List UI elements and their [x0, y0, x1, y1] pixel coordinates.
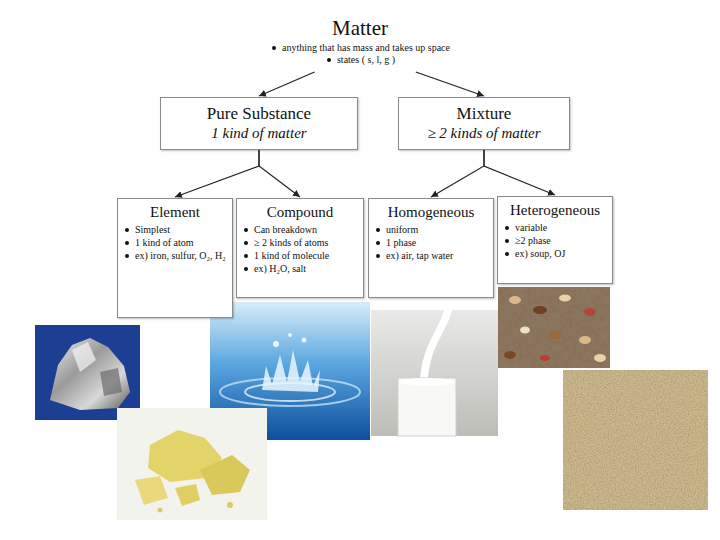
bullet-row: ex) soup, OJ: [503, 248, 607, 260]
bullet-row: ≥2 phase: [503, 235, 607, 247]
bullet-text: states ( s, l, g ): [337, 54, 395, 66]
bullet-row: ex) air, tap water: [374, 250, 488, 262]
bullet-dot: [327, 58, 331, 62]
bullet-text: Simplest: [135, 224, 170, 236]
box-heading: Pure Substance: [167, 104, 351, 124]
bullet-row: ex) H₂O, salt: [242, 263, 358, 275]
category-box: Mixture≥ 2 kinds of matter: [398, 97, 570, 150]
class-box: ElementSimplest1 kind of atomex) iron, s…: [117, 198, 233, 318]
bullet-row: ex) iron, sulfur, O₂, H₂: [123, 250, 227, 262]
branch-arrow: [484, 150, 555, 195]
class-box: Homogeneous uniform1 phaseex) air, tap wa…: [368, 198, 494, 298]
bullet-dot: [244, 228, 248, 232]
iron-photo: [35, 325, 140, 420]
bullet-dot: [376, 228, 380, 232]
sand-photo: [563, 370, 708, 510]
box-heading: Heterogeneous: [503, 201, 607, 219]
bullet-row: Can breakdown: [242, 224, 358, 236]
bullet-row: anything that has mass and takes up spac…: [249, 42, 471, 54]
bullet-text: ≥ 2 kinds of atoms: [254, 237, 328, 249]
bullet-dot: [505, 239, 509, 243]
bullet-row: states ( s, l, g ): [249, 54, 471, 66]
bullet-dot: [272, 46, 276, 50]
bullet-text: variable: [515, 222, 547, 234]
class-box: CompoundCan breakdown≥ 2 kinds of atoms1…: [236, 198, 364, 298]
bullet-text: 1 kind of atom: [135, 237, 194, 249]
branch-arrow: [175, 150, 259, 197]
branch-arrow: [431, 150, 484, 197]
bullet-dot: [376, 254, 380, 258]
matter-heading: Matter anything that has mass and takes u…: [245, 16, 475, 70]
bullet-row: 1 kind of molecule: [242, 250, 358, 262]
bullet-dot: [125, 241, 129, 245]
trail-mix-photo: [498, 287, 610, 368]
box-subtitle: 1 kind of matter: [167, 124, 351, 142]
bullet-row: variable: [503, 222, 607, 234]
bullet-dot: [376, 241, 380, 245]
bullet-row: 1 phase: [374, 237, 488, 249]
bullet-dot: [244, 241, 248, 245]
bullet-text: anything that has mass and takes up spac…: [282, 42, 450, 54]
bullet-text: ex) soup, OJ: [515, 248, 565, 260]
box-heading: Compound: [242, 203, 358, 221]
bullet-row: 1 kind of atom: [123, 237, 227, 249]
branch-arrow: [259, 150, 300, 197]
box-heading: Homogeneous: [374, 203, 488, 221]
bullet-row: ≥ 2 kinds of atoms: [242, 237, 358, 249]
bullet-dot: [244, 254, 248, 258]
bullet-text: ex) air, tap water: [386, 250, 453, 262]
box-heading: Matter: [249, 16, 471, 40]
bullet-dot: [244, 267, 248, 271]
box-heading: Mixture: [405, 104, 563, 124]
branch-arrow: [416, 72, 484, 96]
milk-photo: [371, 310, 498, 436]
category-box: Pure Substance1 kind of matter: [160, 97, 358, 150]
bullet-text: 1 kind of molecule: [254, 250, 329, 262]
bullet-text: ≥2 phase: [515, 235, 551, 247]
class-box: Heterogeneous variable≥2 phaseex) soup, O…: [497, 196, 613, 284]
bullet-dot: [505, 226, 509, 230]
box-subtitle: ≥ 2 kinds of matter: [405, 124, 563, 142]
bullet-text: ex) iron, sulfur, O₂, H₂: [135, 250, 226, 262]
branch-arrow: [259, 72, 315, 96]
sulfur-photo: [117, 408, 267, 520]
bullet-text: uniform: [386, 224, 418, 236]
bullet-row: Simplest: [123, 224, 227, 236]
bullet-row: uniform: [374, 224, 488, 236]
bullet-text: 1 phase: [386, 237, 416, 249]
bullet-text: Can breakdown: [254, 224, 317, 236]
bullet-dot: [125, 254, 129, 258]
bullet-text: ex) H₂O, salt: [254, 263, 306, 275]
bullet-dot: [505, 252, 509, 256]
bullet-dot: [125, 228, 129, 232]
box-heading: Element: [123, 203, 227, 221]
